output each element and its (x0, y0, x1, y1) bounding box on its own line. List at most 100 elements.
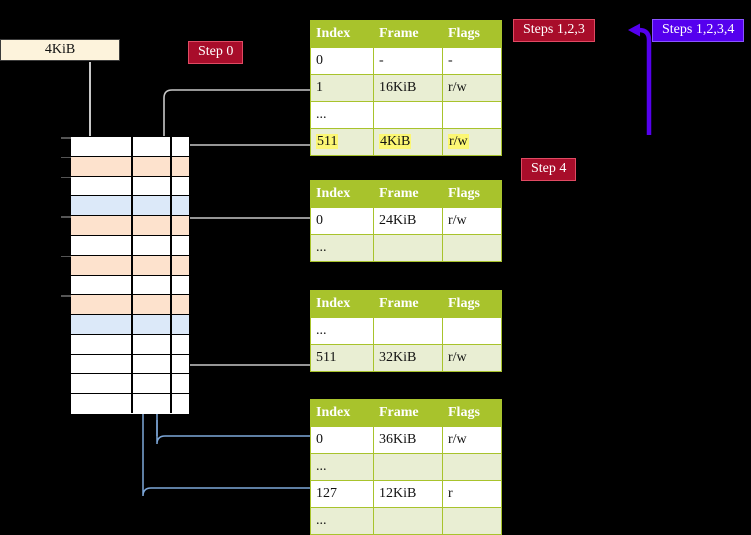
table-cell: r/w (442, 128, 502, 156)
table-row: ... (310, 317, 502, 345)
highlighted-value: 4KiB (379, 133, 412, 149)
table-row: ... (310, 234, 502, 262)
step-0-badge: Step 0 (188, 41, 244, 65)
table-row: 0-- (310, 47, 502, 75)
column-header-frame: Frame (373, 20, 443, 48)
table-cell (442, 507, 502, 535)
memory-frame-row (61, 295, 189, 316)
table-cell (373, 234, 443, 262)
table-cell (373, 101, 443, 129)
memory-frame-row (71, 374, 189, 395)
frame-tick-mark (61, 295, 71, 297)
grid-divider-2 (170, 136, 172, 413)
highlighted-value: r/w (448, 133, 469, 149)
table-cell: 0 (310, 426, 374, 454)
table-cell: 24KiB (373, 207, 443, 235)
column-header-index: Index (310, 290, 374, 318)
steps-123-badge: Steps 1,2,3 (513, 19, 595, 43)
frame-tick-mark (61, 156, 71, 159)
memory-frame-row (71, 394, 189, 415)
column-header-flags: Flags (442, 180, 502, 208)
table-cell (373, 453, 443, 481)
frame-tick-mark (61, 137, 71, 139)
table-row: 511 4KiB r/w (310, 128, 502, 156)
physical-memory-grid (61, 136, 190, 415)
table-cell: r (442, 480, 502, 508)
table-cell: r/w (442, 344, 502, 372)
frame-tick-mark (61, 255, 71, 258)
column-header-index: Index (310, 180, 374, 208)
table-cell: ... (310, 507, 374, 535)
table-cell: ... (310, 101, 374, 129)
memory-frame-row (61, 156, 189, 177)
table-cell: 511 (310, 128, 374, 156)
table-cell: 4KiB (373, 128, 443, 156)
table-cell: 511 (310, 344, 374, 372)
table-cell (373, 507, 443, 535)
table-cell (442, 317, 502, 345)
memory-frame-row (61, 216, 189, 236)
column-header-flags: Flags (442, 20, 502, 48)
memory-frame-row (71, 196, 189, 217)
table-cell: 12KiB (373, 480, 443, 508)
table-cell (442, 453, 502, 481)
column-header-flags: Flags (442, 399, 502, 427)
table-cell: 127 (310, 480, 374, 508)
table-cell: 0 (310, 207, 374, 235)
table-row: ... (310, 101, 502, 129)
page-size-box: 4KiB (0, 39, 120, 61)
column-header-frame: Frame (373, 399, 443, 427)
highlighted-value: 511 (316, 133, 339, 149)
memory-frame-row (61, 176, 189, 197)
table-cell: 32KiB (373, 344, 443, 372)
table-cell: ... (310, 317, 374, 345)
table-cell: 1 (310, 74, 374, 102)
column-header-frame: Frame (373, 290, 443, 318)
table-cell: r/w (442, 207, 502, 235)
step-4-badge: Step 4 (521, 158, 577, 182)
table-cell: r/w (442, 426, 502, 454)
table-cell (373, 317, 443, 345)
memory-frame-row (71, 315, 189, 335)
column-header-flags: Flags (442, 290, 502, 318)
frame-tick-mark (61, 216, 71, 218)
memory-frame-row (71, 235, 189, 256)
grid-divider-1 (131, 136, 133, 413)
steps-1234-badge: Steps 1,2,3,4 (652, 19, 745, 43)
table-cell: 0 (310, 47, 374, 75)
table-cell: - (373, 47, 443, 75)
table-cell (442, 101, 502, 129)
table-row: ... (310, 507, 502, 535)
table-cell: 36KiB (373, 426, 443, 454)
memory-frame-row (71, 275, 189, 296)
page-size-label: 4KiB (44, 42, 76, 57)
memory-frame-row (61, 137, 189, 157)
table-row: ... (310, 453, 502, 481)
table-cell: r/w (442, 74, 502, 102)
column-header-index: Index (310, 399, 374, 427)
memory-frame-row (71, 334, 189, 355)
table-cell: - (442, 47, 502, 75)
column-header-index: Index (310, 20, 374, 48)
frame-tick-mark (61, 176, 71, 179)
table-cell: ... (310, 453, 374, 481)
memory-frame-row (71, 354, 189, 375)
column-header-frame: Frame (373, 180, 443, 208)
table-cell: 16KiB (373, 74, 443, 102)
table-cell (442, 234, 502, 262)
memory-frame-row (61, 255, 189, 276)
